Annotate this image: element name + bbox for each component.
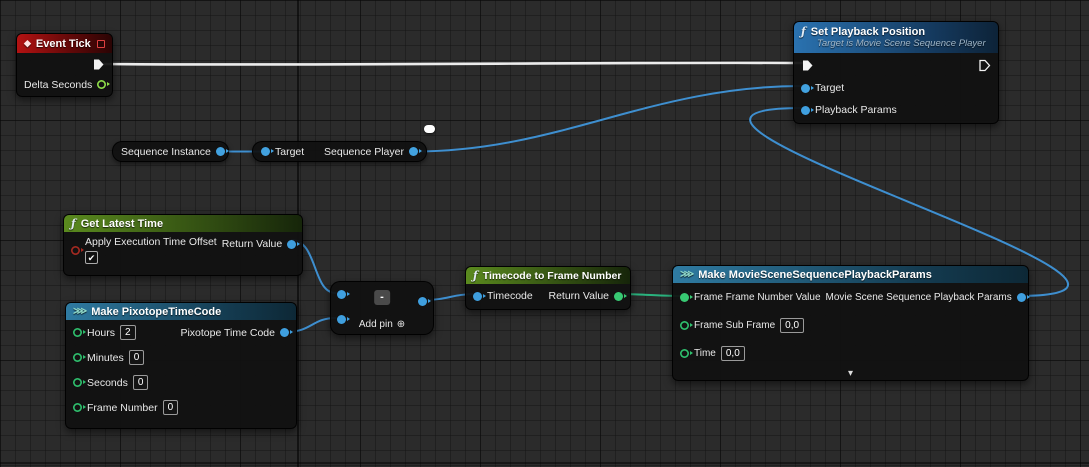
return-value-pin[interactable] — [614, 291, 627, 301]
node-title: Get Latest Time — [80, 217, 164, 230]
node-title: Make PixotopeTimeCode — [91, 305, 222, 318]
pin-label-return-value: Return Value — [221, 238, 283, 250]
function-icon: ƒ — [473, 269, 478, 282]
sequence-instance-out-pin[interactable] — [215, 147, 229, 156]
pin-label-timecode: Timecode — [487, 290, 533, 302]
time-input[interactable]: 0,0 — [720, 345, 745, 361]
playback-params-out-pin[interactable] — [1016, 292, 1030, 302]
timecode-pin[interactable] — [473, 291, 486, 301]
pin-label-sequence-player: Sequence Player — [324, 145, 404, 158]
pin-label-hours: Hours — [87, 326, 116, 339]
pin-label-frame-frame-number-value: Frame Frame Number Value — [694, 291, 821, 303]
exec-out-pin[interactable] — [978, 59, 991, 72]
add-pin-label: Add pin — [358, 319, 393, 330]
delegate-pin[interactable] — [97, 39, 105, 48]
node-timecode-to-frame-number[interactable]: ƒ Timecode to Frame Number Timecode Retu… — [465, 266, 631, 310]
seconds-pin[interactable] — [73, 378, 86, 387]
add-pin-button[interactable]: Add pin ⊕ — [359, 319, 405, 330]
function-icon: ƒ — [71, 217, 76, 230]
subtract-output-pin[interactable] — [418, 297, 431, 306]
subtract-operator: - — [374, 290, 390, 305]
frame-number-input[interactable]: 0 — [162, 400, 179, 415]
node-subtract[interactable]: - Add pin ⊕ — [330, 281, 434, 335]
seconds-input[interactable]: 0 — [132, 375, 149, 390]
node-event-tick[interactable]: ◆ Event Tick Delta Seconds — [16, 33, 113, 97]
pin-label-apply-execution-time-offset: Apply Execution Time Offset — [85, 236, 217, 248]
pin-label-playback-params-out: Movie Scene Sequence Playback Params — [825, 291, 1012, 303]
frame-number-pin[interactable] — [73, 403, 86, 412]
node-set-playback-position[interactable]: ƒ Set Playback Position Target is Movie … — [793, 21, 999, 124]
target-in-pin[interactable] — [261, 147, 274, 156]
return-value-pin[interactable] — [287, 239, 301, 249]
minutes-pin[interactable] — [73, 353, 86, 362]
node-get-latest-time[interactable]: ƒ Get Latest Time Apply Execution Time O… — [63, 214, 303, 276]
variable-label: Sequence Instance — [121, 145, 211, 158]
pixotope-time-code-out-pin[interactable] — [280, 328, 293, 337]
frame-frame-number-value-pin[interactable] — [680, 292, 693, 302]
node-title: Event Tick — [35, 37, 91, 50]
pin-label-pixotope-time-code: Pixotope Time Code — [180, 326, 275, 339]
add-pin-icon: ⊕ — [396, 319, 406, 330]
target-pin[interactable] — [801, 83, 814, 93]
exec-out-pin[interactable] — [92, 58, 105, 71]
hours-input[interactable]: 2 — [120, 325, 136, 340]
exec-in-pin[interactable] — [801, 59, 814, 72]
function-icon: ƒ — [801, 25, 806, 38]
pin-label-playback-params: Playback Params — [815, 104, 897, 116]
hours-pin[interactable] — [73, 328, 86, 337]
apply-execution-time-offset-pin[interactable] — [71, 246, 84, 255]
pin-label-delta-seconds: Delta Seconds — [24, 78, 93, 91]
pin-label-minutes: Minutes — [87, 351, 124, 364]
pin-label-target: Target — [815, 82, 845, 94]
node-sequence-instance[interactable]: Sequence Instance — [112, 141, 229, 162]
sequence-player-out-pin[interactable] — [409, 147, 422, 156]
pin-label-time: Time — [694, 347, 716, 359]
minutes-input[interactable]: 0 — [128, 350, 145, 365]
make-struct-icon: ⋙ — [73, 306, 87, 317]
pin-label-frame-sub-frame: Frame Sub Frame — [694, 319, 776, 331]
timecode-to-frame-number-header[interactable]: ƒ Timecode to Frame Number — [466, 267, 630, 284]
node-subtitle: Target is Movie Scene Sequence Player — [817, 38, 986, 49]
node-make-playback-params[interactable]: ⋙ Make MovieSceneSequencePlaybackParams … — [672, 265, 1030, 381]
node-title: Make MovieSceneSequencePlaybackParams — [698, 268, 932, 281]
node-make-pixotope-timecode[interactable]: ⋙ Make PixotopeTimeCode Hours 2 Pixotope… — [65, 302, 297, 429]
frame-sub-frame-input[interactable]: 0,0 — [780, 317, 805, 333]
time-pin[interactable] — [680, 349, 693, 358]
get-latest-time-header[interactable]: ƒ Get Latest Time — [64, 215, 302, 232]
delta-seconds-pin[interactable] — [97, 80, 111, 89]
event-tick-header[interactable]: ◆ Event Tick — [17, 34, 112, 53]
pin-label-target: Target — [275, 145, 305, 158]
make-struct-icon: ⋙ — [680, 269, 694, 280]
pin-label-return-value: Return Value — [548, 290, 609, 302]
cursor-dot — [424, 125, 435, 133]
pin-label-seconds: Seconds — [87, 376, 128, 389]
frame-sub-frame-pin[interactable] — [680, 321, 693, 330]
subtract-input-a-pin[interactable] — [337, 290, 350, 299]
node-title: Set Playback Position — [810, 25, 926, 38]
subtract-input-b-pin[interactable] — [337, 315, 350, 324]
playback-params-pin[interactable] — [801, 105, 814, 115]
set-playback-position-header[interactable]: ƒ Set Playback Position Target is Movie … — [794, 22, 998, 53]
chevron-down-icon[interactable]: ▾ — [847, 368, 854, 379]
node-title: Timecode to Frame Number — [482, 269, 622, 282]
apply-execution-time-offset-checkbox[interactable]: ✔ — [85, 251, 98, 264]
event-icon: ◆ — [24, 38, 31, 48]
pin-label-frame-number: Frame Number — [87, 401, 158, 414]
make-playback-params-header[interactable]: ⋙ Make MovieSceneSequencePlaybackParams — [673, 266, 1028, 283]
grid-origin-horizontal-line — [0, 462, 1089, 464]
make-pixotope-timecode-header[interactable]: ⋙ Make PixotopeTimeCode — [66, 303, 296, 320]
node-get-sequence-player[interactable]: Target Sequence Player — [252, 141, 427, 162]
